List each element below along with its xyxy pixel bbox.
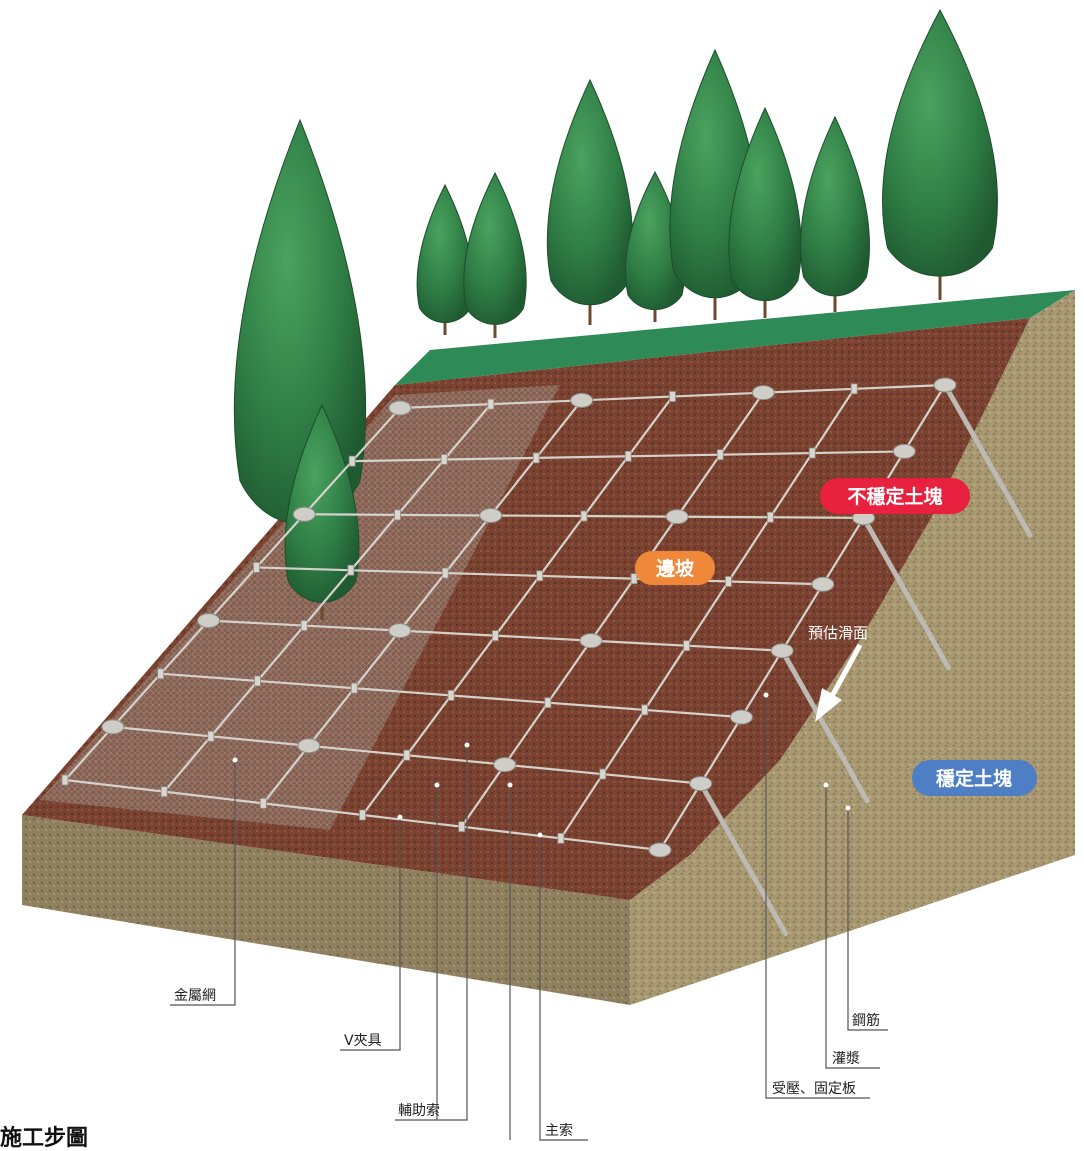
svg-text:不穩定土塊: 不穩定土塊 <box>847 485 942 508</box>
slip-direction-arrow <box>815 643 863 722</box>
grass-top <box>395 290 1075 385</box>
tree-group <box>233 8 998 620</box>
svg-text:邊坡: 邊坡 <box>656 557 695 580</box>
unstable-soil-badge: 不穩定土塊 <box>820 478 970 514</box>
label-rebar: 鋼筋 <box>852 1012 880 1029</box>
label-grout: 灌漿 <box>832 1051 860 1067</box>
stable-soil-badge: 穩定土塊 <box>912 760 1037 796</box>
label-wire-mesh: 金屬網 <box>174 988 216 1004</box>
ground-front-face <box>22 815 630 1005</box>
bearing-plates <box>61 377 957 858</box>
footer-title: 施工步圖 <box>0 1126 89 1151</box>
label-auxiliary-rope: 輔助索 <box>398 1102 440 1119</box>
slip-surface-label: 預估滑面 <box>808 624 868 642</box>
svg-text:穩定土塊: 穩定土塊 <box>936 767 1012 790</box>
label-v-clamp: V夾具 <box>344 1033 382 1049</box>
leader-lines <box>170 695 888 1141</box>
anchor-rods <box>698 382 1033 937</box>
leader-dots <box>232 692 851 838</box>
label-main-rope: 主索 <box>545 1122 573 1139</box>
slope-badge: 邊坡 <box>635 551 715 585</box>
wire-mesh-area <box>40 385 560 830</box>
label-bearing-plate: 受壓、固定板 <box>772 1081 856 1097</box>
